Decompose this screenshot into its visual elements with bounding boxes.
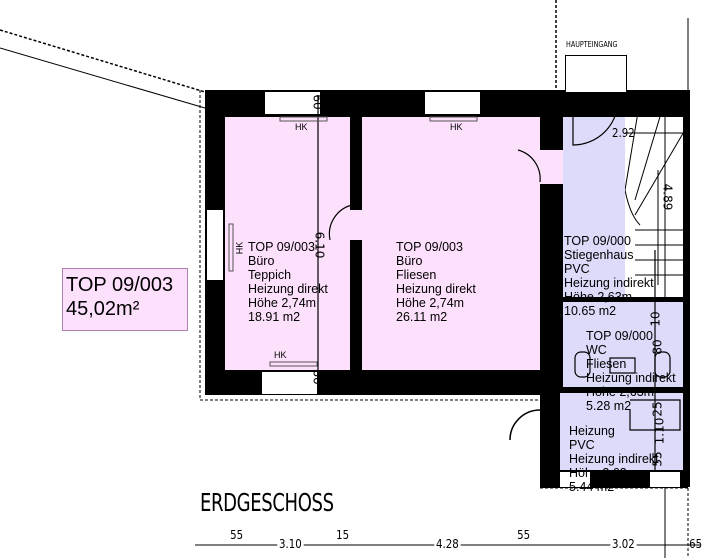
room-line: Fliesen [396, 268, 437, 282]
room-line: TOP 09/003 [248, 240, 315, 254]
dim-label: 10 [648, 311, 663, 327]
room-line: Höhe 2,63m [586, 385, 655, 399]
radiator-label: HK [234, 241, 245, 255]
wc-bottom-wall [563, 387, 688, 393]
dim-label: 25 [650, 401, 665, 417]
room-line: Heizung indirekt [564, 276, 654, 290]
plan-title: ERDGESCHOSS [200, 488, 334, 517]
window [207, 210, 223, 280]
room-line: Höhe 2,74m [248, 296, 317, 310]
dim-label: 4.28 [434, 537, 461, 551]
room-line: Büro [248, 254, 275, 268]
window [265, 92, 320, 114]
dim-label: 55 [650, 451, 665, 467]
dim-label: 1.10 [652, 417, 667, 445]
room-line: 26.11 m2 [396, 310, 448, 324]
room-line: PVC [569, 438, 595, 452]
room-buero-2 [362, 117, 540, 370]
radiator-label: HK [295, 122, 308, 132]
dim-label: 3.02 [610, 537, 637, 551]
room-line: TOP 09/003 [396, 240, 463, 254]
dim-label: 6.10 [312, 231, 327, 259]
room-line: 5.44 m2 [569, 480, 615, 494]
door-opening [350, 210, 362, 240]
room-line: Fliesen [586, 357, 627, 371]
room-line: Stiegenhaus [564, 248, 634, 262]
room-stiegenhaus [563, 117, 625, 297]
dim-label: 60 [310, 369, 325, 385]
room-line: Heizung direkt [248, 282, 328, 296]
room-line: Heizung indirekt [586, 371, 676, 385]
room-line: Heizung direkt [396, 282, 476, 296]
room-line: WC [586, 343, 607, 357]
room-heizung [560, 393, 683, 470]
room-line: Höhe 2,74m [396, 296, 465, 310]
room-line: TOP 09/000 [586, 329, 653, 343]
room-line: 10.65 m2 [564, 304, 617, 318]
entrance-step [565, 55, 627, 93]
door-opening [540, 150, 563, 184]
radiator-label: HK [274, 350, 287, 360]
window [560, 472, 590, 487]
dim-label: 55 [517, 528, 531, 542]
dim-label: 4.89 [660, 183, 675, 211]
room-buero-1 [225, 117, 350, 370]
window [425, 92, 480, 114]
dim-label: 60 [310, 94, 325, 110]
unit-label-box: TOP 09/003 45,02m² [62, 268, 188, 331]
unit-area: 45,02m² [66, 298, 140, 320]
room-line: PVC [564, 262, 590, 276]
dim-label: 15 [336, 528, 350, 542]
wc-top-wall [563, 297, 688, 302]
dim-label: 3.10 [277, 537, 304, 551]
dim-label: 55 [230, 528, 244, 542]
room-line: 18.91 m2 [248, 310, 301, 324]
room-line: Heizung indirekt [569, 452, 659, 466]
interior-wall [350, 117, 362, 370]
dim-label: 80 [650, 339, 665, 355]
room-line: TOP 09/000 [564, 234, 631, 248]
entrance-label: HAUPTEINGANG [566, 40, 618, 49]
radiator-label: HK [450, 122, 463, 132]
room-line: Höhe 2,63m [564, 290, 633, 304]
window [262, 372, 317, 394]
room-line: 5.28 m2 [586, 399, 632, 413]
room-line: Höhe 2,63m [569, 466, 638, 480]
room-line: Teppich [248, 268, 292, 282]
right-wall [683, 117, 690, 487]
room-line: Büro [396, 254, 423, 268]
window [650, 472, 680, 487]
stair-wall [540, 117, 563, 487]
unit-name: TOP 09/003 [66, 274, 174, 296]
room-line: Heizung [569, 424, 615, 438]
dim-label: 2.92 [612, 126, 635, 140]
dim-label: 65 [689, 537, 703, 551]
